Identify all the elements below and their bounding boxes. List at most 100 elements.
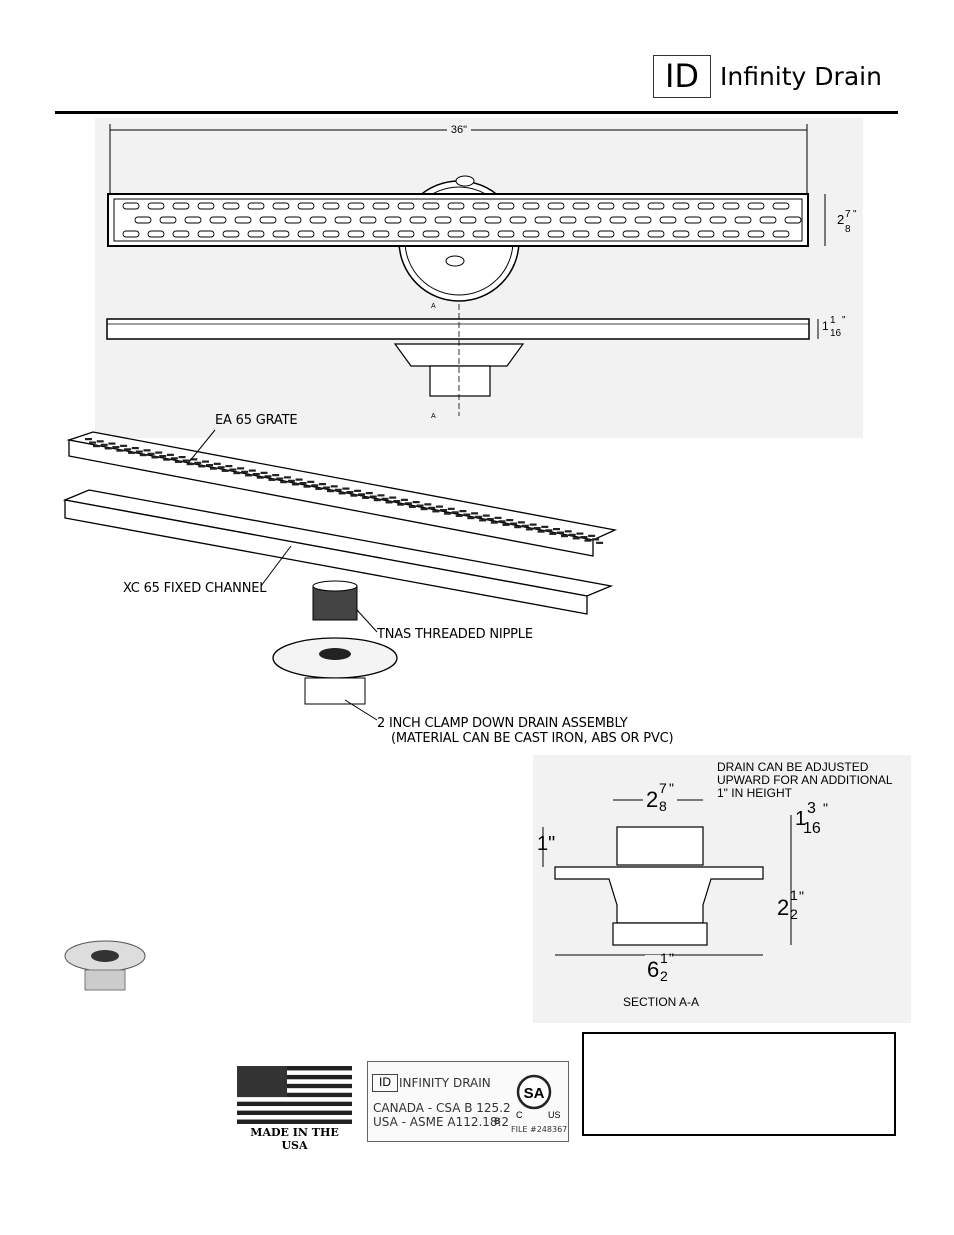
exploded-slot (475, 515, 483, 518)
exploded-slot (186, 463, 194, 466)
grate-slot (784, 216, 802, 224)
grate-slot (247, 202, 265, 210)
grate-slot (122, 230, 140, 238)
grate-slot (722, 202, 740, 210)
section-note-3: 1" IN HEIGHT (717, 786, 793, 800)
exploded-slot (541, 525, 549, 528)
grate-slots (122, 202, 802, 238)
exploded-slot (354, 489, 362, 492)
exploded-slot (338, 492, 346, 495)
callout-grate: EA 65 GRATE (215, 413, 297, 428)
grate-slot (622, 230, 640, 238)
bolt-bottom (445, 255, 465, 267)
flag-stripe (237, 1066, 352, 1071)
exploded-slot (241, 470, 249, 473)
exploded-slot (397, 503, 405, 506)
section-view: DRAIN CAN BE ADJUSTED UPWARD FOR AN ADDI… (533, 755, 911, 1023)
exploded-slot (393, 500, 401, 503)
exploded-slot (404, 502, 412, 505)
grate-slot (597, 230, 615, 238)
exploded-slot (260, 471, 268, 474)
grate-slot (659, 216, 677, 224)
exploded-slot (319, 483, 326, 486)
grate-slot (634, 216, 652, 224)
exploded-slot (408, 505, 416, 508)
exploded-slot (206, 464, 213, 467)
callout-nipple: TNAS THREADED NIPPLE (376, 627, 533, 642)
grate-slot (709, 216, 727, 224)
grate-slot (172, 202, 190, 210)
exploded-slot (584, 539, 592, 542)
grate-slot (447, 202, 465, 210)
flag-stripe (237, 1088, 352, 1093)
brand-name: Infinity Drain (720, 62, 882, 91)
grate-slot (372, 202, 390, 210)
exploded-slot (159, 455, 167, 458)
grate-slot (322, 230, 340, 238)
nipple-top (312, 580, 358, 592)
grate-slot (197, 202, 215, 210)
grate-slot (472, 202, 490, 210)
grate-slot (697, 230, 715, 238)
grate-slot (284, 216, 302, 224)
grate-slot (247, 230, 265, 238)
grate-slot (122, 202, 140, 210)
exploded-slot (490, 521, 498, 524)
grate-slot (472, 230, 490, 238)
exploded-slot (342, 487, 350, 490)
exploded-slot (276, 477, 284, 480)
grate-slot (209, 216, 227, 224)
grate-slot (297, 202, 315, 210)
exploded-slot (385, 501, 393, 504)
drain-outlet-section (612, 922, 708, 946)
csa-mark: SA C US (516, 1074, 561, 1120)
brand-logo-mark: ID (653, 55, 711, 98)
exploded-slot (447, 507, 455, 510)
grate-slot (609, 216, 627, 224)
grate-slot (509, 216, 527, 224)
grate-slot (397, 202, 415, 210)
exploded-slot (350, 494, 358, 497)
bottom-dim-mark: " (669, 950, 674, 966)
thumb-opening (91, 950, 119, 962)
section-panel-bg (533, 755, 911, 1023)
section-note-1: DRAIN CAN BE ADJUSTED (717, 760, 869, 774)
exploded-slot (245, 474, 253, 477)
exploded-slot (373, 499, 381, 502)
grate-slot (134, 216, 152, 224)
grate-slot (684, 216, 702, 224)
exploded-slot (592, 538, 600, 541)
exploded-slot (210, 467, 217, 470)
exploded-slot (272, 474, 280, 477)
grate-slot (772, 202, 790, 210)
exploded-slot (124, 448, 132, 451)
grate-slot (459, 216, 477, 224)
grate-slot (147, 230, 165, 238)
adjust-dim-whole: 1 (795, 808, 806, 830)
exploded-slot (229, 468, 237, 471)
exploded-slot (221, 469, 229, 472)
exploded-slot (334, 488, 342, 491)
grate-slot (672, 202, 690, 210)
exploded-slot (561, 535, 568, 538)
grate-slot (259, 216, 277, 224)
exploded-slot (116, 449, 124, 452)
exploded-slot (100, 443, 108, 446)
exploded-slot (85, 438, 92, 441)
exploded-slot (104, 447, 112, 450)
grate-slot (572, 202, 590, 210)
flag-stripe (237, 1083, 352, 1089)
exploded-slot (237, 467, 245, 470)
exploded-slot (311, 484, 319, 487)
exploded-slot (537, 530, 545, 533)
cert-file-number: FILE #248367 (511, 1125, 568, 1134)
exploded-slot (139, 454, 147, 457)
exploded-slot (506, 519, 514, 522)
grate-slot (297, 230, 315, 238)
exploded-slot (510, 522, 518, 525)
exploded-slot (248, 469, 256, 472)
exploded-slot (283, 476, 291, 479)
exploded-slot (252, 473, 260, 476)
exploded-slot (553, 528, 560, 531)
section-caption: SECTION A-A (623, 995, 699, 1009)
